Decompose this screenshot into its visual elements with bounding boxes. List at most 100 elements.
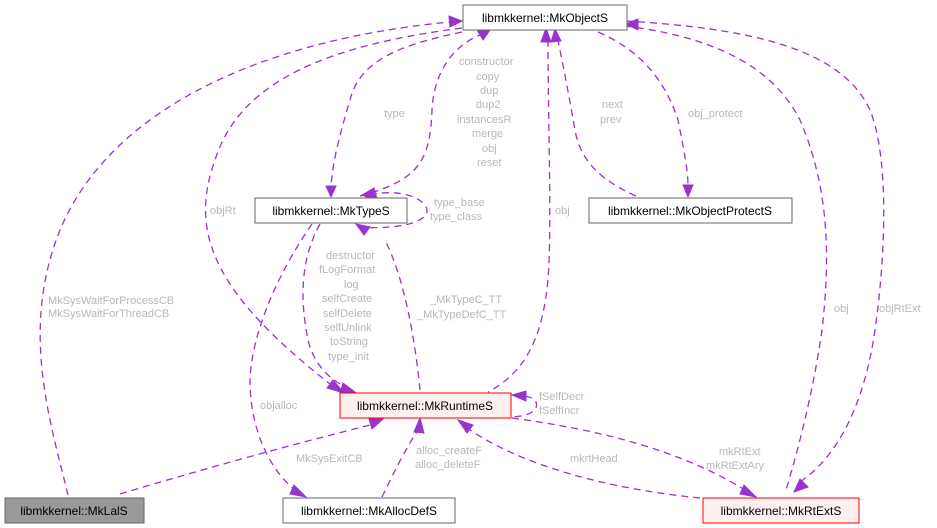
node-label: libmkkernel::MkTypeS	[272, 204, 389, 218]
edge-rtext-obj: obj	[624, 18, 849, 491]
edge-type: type	[325, 31, 463, 199]
edge-line	[359, 34, 481, 197]
edge-label: alloc_deleteF	[415, 459, 481, 471]
edge-label: fLogFormat	[319, 264, 375, 276]
edge-label: _MkTypeDefC_TT	[416, 309, 507, 321]
edge-label: log	[344, 279, 359, 291]
edge-runtime-self: fSelfDecr fSelfIncr	[510, 390, 585, 418]
edge-lal-wait: MkSysWaitForProcessCB MkSysWaitForThread…	[39, 15, 464, 496]
edge-label: objRtExt	[879, 303, 921, 315]
edge-line	[330, 31, 463, 189]
edge-label: MkSysWaitForProcessCB	[48, 295, 174, 307]
edge-label: dup	[480, 85, 498, 97]
edge-label: selfCreate	[322, 293, 372, 305]
node-mktypes[interactable]: libmkkernel::MkTypeS	[254, 197, 408, 224]
edge-line	[354, 192, 428, 229]
edge-label: selfUnlink	[324, 322, 372, 334]
edge-label: obj	[834, 303, 849, 315]
arrowhead	[368, 418, 385, 430]
arrowhead	[550, 27, 562, 43]
edge-line	[625, 20, 885, 483]
edge-obj-protect: obj_protect	[597, 31, 742, 199]
node-mkallocdefs[interactable]: libmkkernel::MkAllocDefS	[282, 497, 456, 524]
edge-type-funcs: destructor fLogFormat log selfCreate sel…	[302, 223, 375, 394]
edge-lal-exit: MkSysExitCB	[119, 418, 385, 495]
edge-label: type	[384, 108, 405, 120]
node-mkobjects[interactable]: libmkkernel::MkObjectS	[462, 4, 628, 31]
edge-objrtext: objRtExt	[625, 20, 921, 493]
edge-label: objalloc	[260, 400, 298, 412]
arrowhead	[793, 478, 809, 493]
arrowhead	[540, 26, 552, 43]
node-label: libmkkernel::MkLalS	[20, 504, 127, 518]
arrowhead	[456, 419, 474, 434]
edge-label: fSelfIncr	[539, 405, 580, 417]
arrowhead	[739, 484, 758, 498]
edge-label: obj_protect	[688, 108, 742, 120]
edge-label: next	[602, 99, 623, 111]
arrowhead	[510, 390, 527, 402]
edge-line	[381, 429, 419, 498]
edge-line	[384, 239, 421, 391]
edge-label: dup2	[476, 99, 500, 111]
edge-label: obj	[555, 205, 570, 217]
edge-label: mkrtHead	[570, 453, 618, 465]
node-mkobjectprotects[interactable]: libmkkernel::MkObjectProtectS	[588, 197, 793, 224]
edge-line	[249, 223, 313, 491]
edge-label: copy	[476, 71, 500, 83]
edge-line	[597, 31, 689, 187]
arrowhead	[354, 223, 371, 236]
edge-line	[511, 417, 746, 491]
edge-label: merge	[472, 128, 503, 140]
node-label: libmkkernel::MkRuntimeS	[357, 399, 493, 413]
node-label: libmkkernel::MkRtExtS	[721, 504, 842, 518]
arrowhead	[339, 382, 357, 394]
edge-label: obj	[482, 143, 497, 155]
edge-label: objRt	[210, 205, 236, 217]
edge-line	[39, 21, 451, 496]
arrowhead	[448, 15, 464, 28]
edge-label: constructor	[459, 56, 514, 68]
edge-label: MkSysExitCB	[296, 453, 363, 465]
edge-line	[624, 25, 828, 491]
node-mkrtexts[interactable]: libmkkernel::MkRtExtS	[702, 497, 860, 524]
edge-label: MkSysWaitForThreadCB	[48, 308, 169, 320]
arrowhead	[682, 184, 694, 199]
edge-label: mkRtExt	[719, 446, 761, 458]
edge-type-tt: _MkTypeC_TT _MkTypeDefC_TT	[354, 223, 507, 391]
edge-line	[204, 27, 463, 385]
node-label: libmkkernel::MkAllocDefS	[301, 504, 437, 518]
edge-label: instancesR	[457, 114, 511, 126]
edge-line	[469, 429, 701, 499]
edge-object-members: constructor copy dup dup2 instancesR mer…	[359, 29, 514, 200]
edge-label: mkRtExtAry	[706, 460, 765, 472]
edge-alloc-funcs: alloc_createF alloc_deleteF	[381, 416, 482, 498]
edge-label: type_base	[434, 197, 485, 209]
arrowhead	[325, 185, 337, 199]
edge-objrt: objRt	[204, 27, 463, 394]
edge-label: destructor	[326, 250, 375, 262]
arrowhead	[326, 379, 346, 394]
node-label: libmkkernel::MkObjectProtectS	[608, 204, 772, 218]
edge-objalloc: objalloc	[249, 223, 313, 498]
edge-mkrthead: mkrtHead	[456, 419, 701, 499]
edge-line	[302, 223, 349, 389]
edge-label: type_class	[430, 211, 482, 223]
arrowhead	[413, 416, 425, 434]
edge-type-self: type_base type_class	[354, 189, 485, 229]
edge-label: alloc_createF	[416, 445, 482, 457]
edge-line	[557, 39, 637, 197]
edge-next-prev: next prev	[550, 27, 637, 197]
edge-line	[487, 39, 551, 393]
node-label: libmkkernel::MkObjectS	[482, 11, 608, 25]
edge-mkrtext: mkRtExt mkRtExtAry	[511, 417, 765, 498]
edge-label: type_init	[328, 351, 369, 363]
edge-line	[511, 395, 538, 418]
arrowhead	[289, 484, 308, 498]
node-mkruntimes[interactable]: libmkkernel::MkRuntimeS	[339, 392, 512, 419]
node-mklals[interactable]: libmkkernel::MkLalS	[4, 497, 145, 524]
edge-label: reset	[477, 157, 501, 169]
edge-label: fSelfDecr	[539, 391, 585, 403]
edge-label: prev	[600, 114, 622, 126]
